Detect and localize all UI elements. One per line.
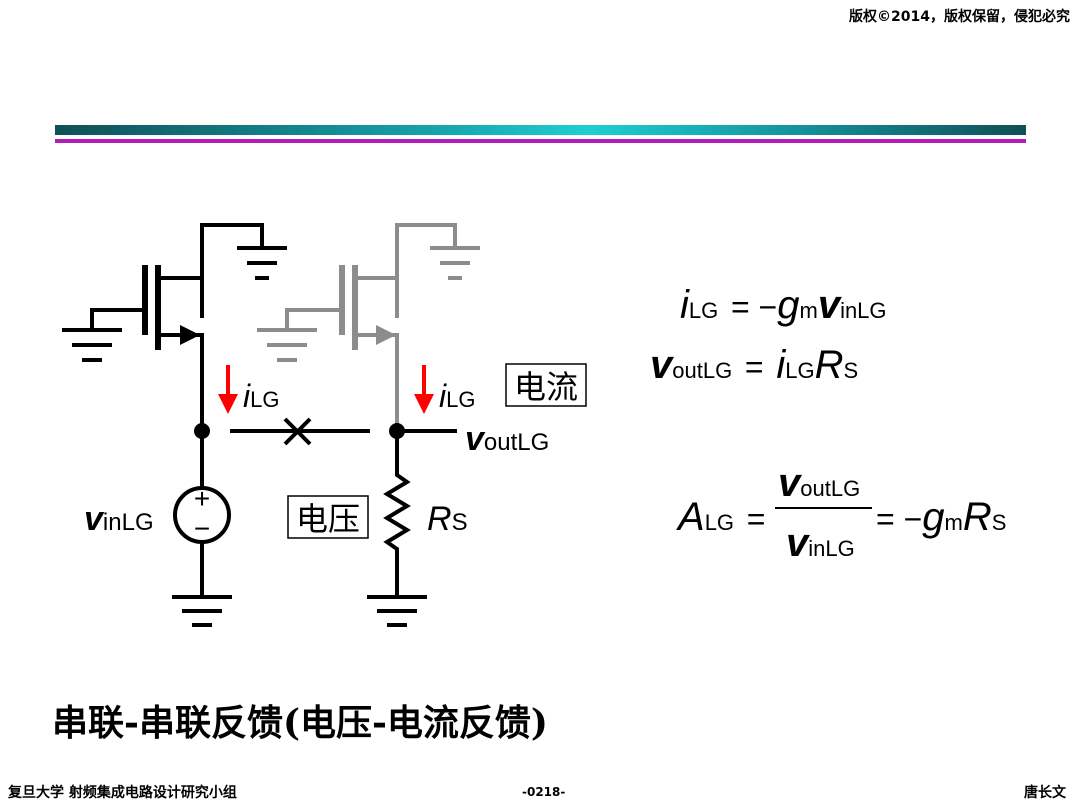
transistor-left [62,223,287,430]
box-voltage-frame [287,495,369,539]
box-current-text: 电流 [514,368,578,406]
box-voltage-text: 电压 [296,500,360,538]
header-bar-magenta [55,139,1026,143]
equation-3-lhs: ALG = [676,494,765,540]
footer-affiliation: 复旦大学 射频集成电路设计研究小组 [8,785,237,801]
resistor-rs [367,431,427,627]
equation-3-denominator: vinLG [786,521,855,565]
slide-title: 串联-串联反馈(电压-电流反馈) [52,702,548,744]
source-plus: + [194,483,210,514]
equation-2: voutLG = iLGRS [650,342,858,388]
source-minus: − [194,513,210,544]
transistor-right [257,223,480,430]
voltage-source [172,431,232,627]
label-vout: voutLG [465,420,549,458]
box-current-frame [505,363,587,407]
equation-3-rhs: = −gmRS [876,495,1006,539]
cut-connection [230,417,457,446]
transistor-left-arrow [180,325,200,345]
label-current-right: iLG [439,378,475,414]
equation-3-numerator: voutLG [778,461,860,505]
copyright-notice: 版权©2014，版权保留，侵犯必究 [849,9,1070,25]
header-bar-teal [55,125,1026,135]
transistor-right-arrow [376,325,396,345]
label-rs: RS [427,500,468,538]
label-vin: vinLG [84,500,154,538]
equation-1: iLG = −gmvinLG [680,282,887,328]
label-current-left: iLG [243,378,279,414]
footer-page-number: -0218- [522,785,566,799]
footer-author: 唐长文 [1024,785,1066,801]
